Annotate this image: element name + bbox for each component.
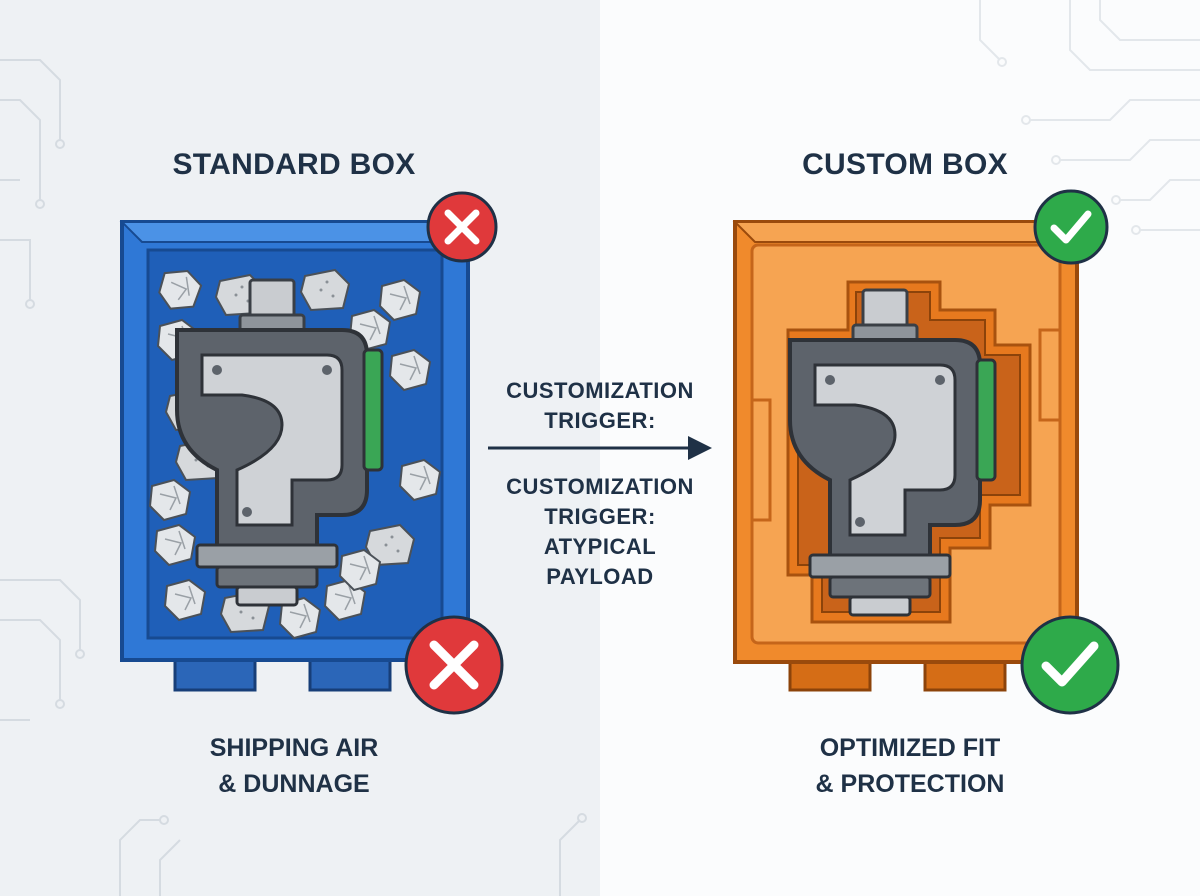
circuit-decoration-right (979, 0, 1200, 235)
right-arrow-icon (488, 436, 712, 460)
custom-box (732, 220, 1080, 692)
x-mark-icon (426, 191, 498, 263)
standard-box (119, 220, 471, 692)
check-mark-icon (1033, 189, 1109, 265)
trigger-label-bottom: CUSTOMIZATION TRIGGER: ATYPICAL PAYLOAD (506, 474, 694, 589)
standard-box-title: STANDARD BOX (172, 148, 416, 181)
check-mark-icon (1020, 615, 1120, 715)
x-mark-icon (404, 615, 504, 715)
custom-box-caption: OPTIMIZED FIT & PROTECTION (815, 734, 1005, 798)
standard-box-caption: SHIPPING AIR & DUNNAGE (209, 734, 379, 798)
custom-box-title: CUSTOM BOX (802, 148, 1008, 181)
trigger-label-top: CUSTOMIZATION TRIGGER: (506, 378, 694, 433)
circuit-decoration-left (0, 59, 587, 896)
